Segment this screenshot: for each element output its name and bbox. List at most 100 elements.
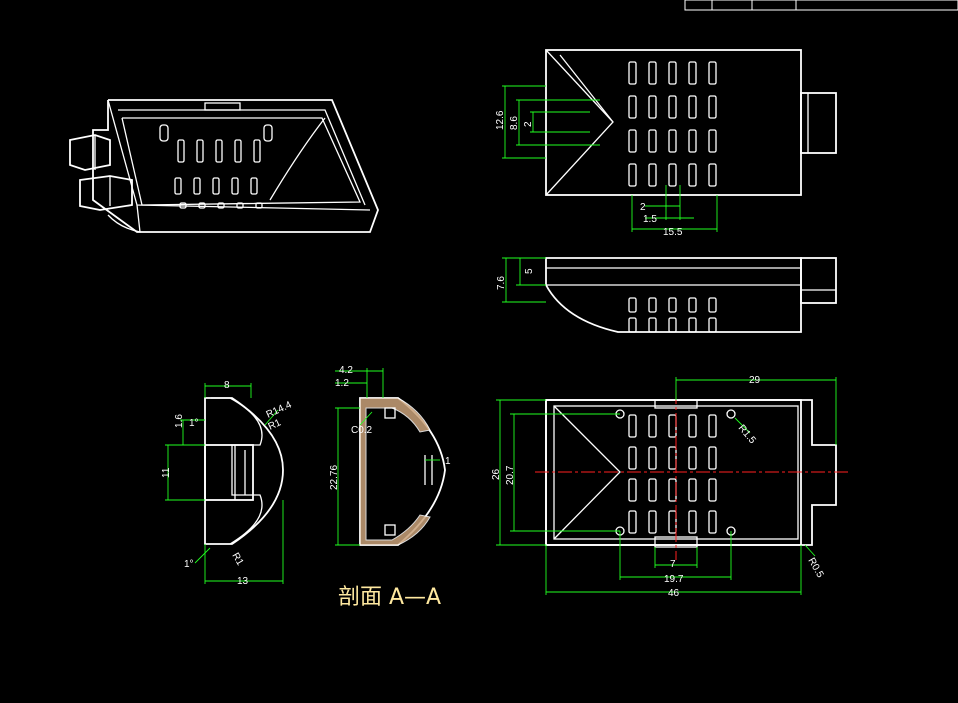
vent-slot (688, 317, 697, 333)
vent-slot (628, 446, 637, 470)
vent-slot (628, 297, 637, 313)
dim-8: 8 (224, 380, 230, 391)
vent-slot (648, 129, 657, 153)
vent-slot (212, 177, 220, 195)
vent-slot (234, 139, 242, 163)
vent-slot (668, 129, 677, 153)
vent-slot (688, 414, 697, 438)
top-dims (502, 85, 718, 232)
vent-slot (177, 139, 185, 163)
dim-15-5: 15.5 (663, 227, 683, 238)
dim-11: 11 (161, 467, 172, 478)
end-section-view: 8 1.6 1° R14.4 R1 11 1° R1 13 (161, 380, 294, 587)
dim-r14-4: R14.4 (265, 399, 294, 420)
dim-12-6: 12.6 (495, 110, 506, 130)
dim-2-h: 2 (640, 202, 646, 213)
vent-slot (255, 202, 263, 209)
vent-slot (708, 297, 717, 313)
vent-slot (708, 317, 717, 333)
dim-19-7: 19.7 (664, 574, 684, 585)
vent-slot (250, 177, 258, 195)
dim-1-5: 1.5 (643, 214, 657, 225)
dim-5: 5 (524, 268, 535, 274)
vent-slot (198, 202, 206, 209)
dim-46: 46 (668, 588, 680, 599)
vent-slot (648, 317, 657, 333)
dim-r1-5: R1.5 (736, 423, 758, 447)
vent-slot (179, 202, 187, 209)
vent-slot (708, 163, 717, 187)
vent-slot (648, 61, 657, 85)
vent-slot (231, 177, 239, 195)
vent-slot (628, 317, 637, 333)
vent-slot (628, 414, 637, 438)
dim-2-v: 2 (523, 121, 534, 127)
dim-r1-a: R1 (267, 417, 284, 433)
dim-20-7: 20.7 (505, 465, 516, 485)
vent-slot (668, 510, 677, 534)
vent-slot (628, 129, 637, 153)
vent-slot (668, 478, 677, 502)
vent-slot (688, 446, 697, 470)
vent-slot (668, 95, 677, 119)
vent-slot (236, 202, 244, 209)
title-block (684, 0, 958, 11)
vent-slot (688, 510, 697, 534)
dim-13: 13 (237, 576, 249, 587)
vent-slot (648, 446, 657, 470)
top-view: 12.6 8.6 2 2 1.5 15.5 (495, 49, 837, 238)
dim-1-6: 1.6 (174, 414, 185, 428)
dim-r1-b: R1 (229, 551, 245, 568)
vent-slot (708, 95, 717, 119)
vent-slot (688, 163, 697, 187)
dim-1deg-b: 1° (184, 559, 194, 570)
vent-slot (688, 129, 697, 153)
vent-slot (628, 510, 637, 534)
dim-1-2: 1.2 (335, 378, 349, 389)
vent-slot (628, 61, 637, 85)
vent-slot (628, 95, 637, 119)
vent-slot (688, 297, 697, 313)
section-a-a-view: 4.2 1.2 C0.2 22.76 1 剖面 A—A (329, 365, 451, 610)
vent-slot (708, 414, 717, 438)
vent-slot (215, 139, 223, 163)
dim-26: 26 (491, 468, 502, 480)
vent-slot (688, 61, 697, 85)
vent-slot (668, 297, 677, 313)
vent-slot (648, 297, 657, 313)
side-view: 7.6 5 (496, 257, 837, 333)
vent-slot (668, 414, 677, 438)
vent-slot (688, 478, 697, 502)
vent-slot (708, 61, 717, 85)
vent-slot (708, 129, 717, 153)
dim-7: 7 (670, 559, 676, 570)
dim-22-76: 22.76 (329, 465, 340, 490)
vent-slot (253, 139, 261, 163)
vent-slot (628, 163, 637, 187)
vent-slot (196, 139, 204, 163)
vent-slot (193, 177, 201, 195)
bottom-view: 29 R1.5 26 20.7 7 19.7 R0.5 46 (491, 375, 850, 599)
vent-slot (628, 478, 637, 502)
vent-slot (648, 414, 657, 438)
vent-slot (648, 478, 657, 502)
vent-slot (668, 61, 677, 85)
vent-slot (668, 317, 677, 333)
vent-slot (708, 446, 717, 470)
vent-slot (708, 510, 717, 534)
vent-slot (648, 163, 657, 187)
vent-slot (668, 163, 677, 187)
dim-4-2: 4.2 (339, 365, 353, 376)
vent-slot (217, 202, 225, 209)
vent-slot (648, 510, 657, 534)
dim-1deg-a: 1° (189, 418, 199, 429)
vent-slot (648, 95, 657, 119)
vent-slot (174, 177, 182, 195)
dim-c0-2: C0.2 (351, 425, 373, 436)
vent-slot (688, 95, 697, 119)
vent-slot (668, 446, 677, 470)
dim-r0-5: R0.5 (805, 556, 825, 580)
dim-8-6: 8.6 (509, 116, 520, 130)
dim-1: 1 (445, 456, 451, 467)
